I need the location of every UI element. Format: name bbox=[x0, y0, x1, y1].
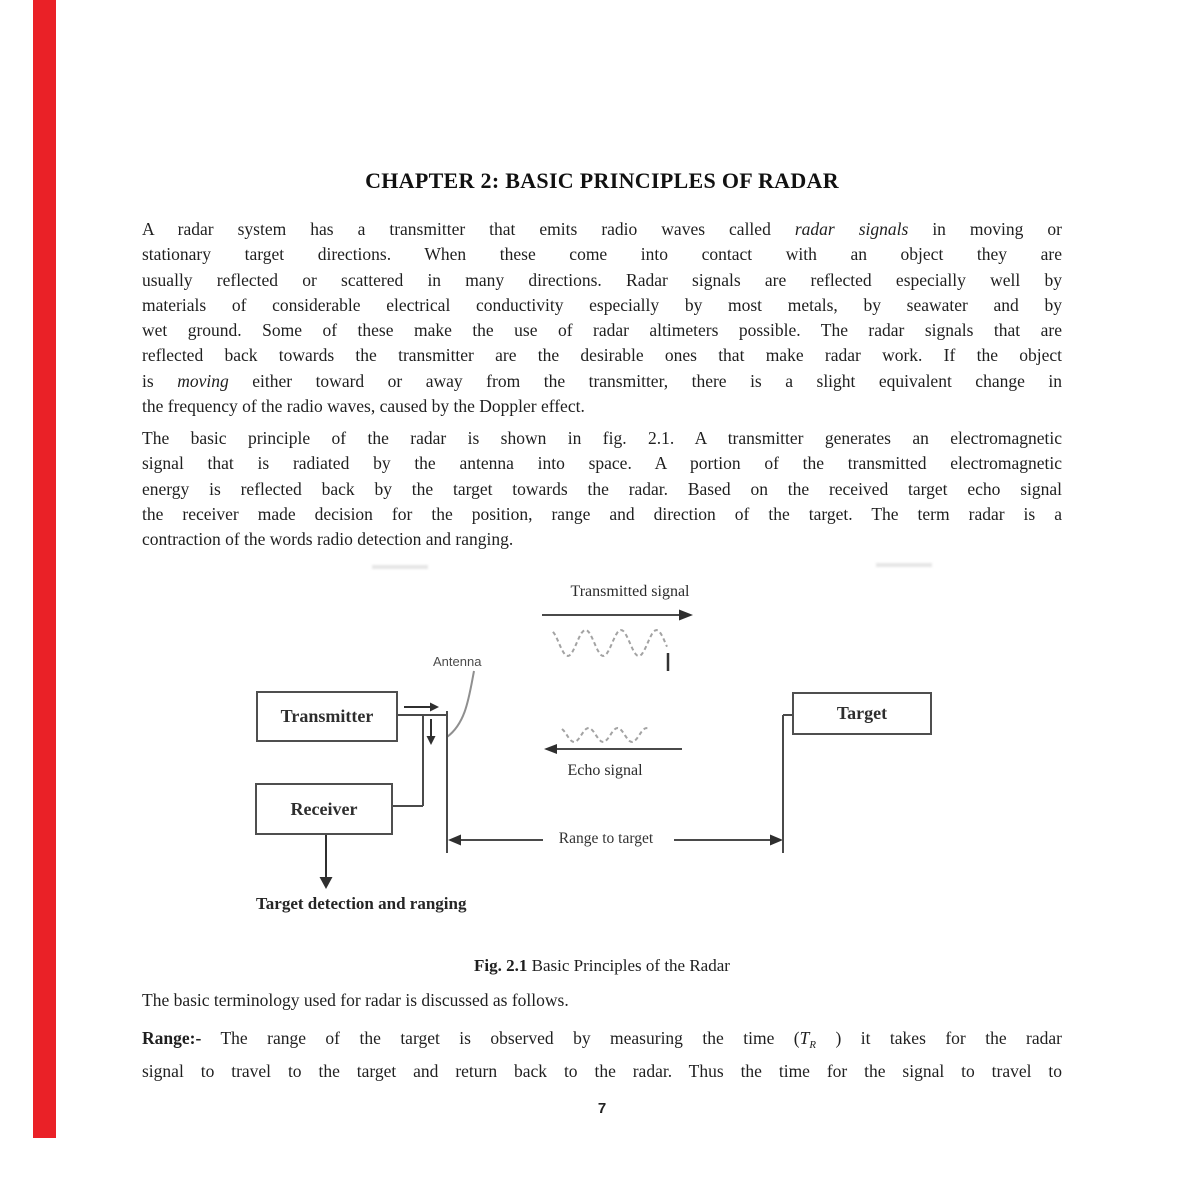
transmitter-label: Transmitter bbox=[280, 706, 374, 726]
page-title: CHAPTER 2: BASIC PRINCIPLES OF RADAR bbox=[365, 168, 839, 193]
scan-smudge-left bbox=[372, 565, 428, 569]
echo-wave bbox=[561, 726, 648, 744]
echo-signal-label: Echo signal bbox=[567, 762, 643, 779]
range-head-right bbox=[770, 834, 783, 846]
figure-caption: Fig. 2.1 Basic Principles of the Radar bbox=[474, 956, 730, 975]
transmitted-arrow-head bbox=[679, 609, 693, 621]
antenna-label: Antenna bbox=[433, 654, 482, 669]
range-to-target-label: Range to target bbox=[558, 830, 654, 847]
antenna-curve bbox=[446, 670, 475, 738]
target-box: Target bbox=[792, 692, 932, 735]
echo-arrow-head bbox=[544, 744, 557, 754]
feed-right-arrow-head bbox=[430, 702, 439, 712]
paragraph-radar-intro: A radar system has a transmitter that em… bbox=[142, 219, 1062, 417]
page-number: 7 bbox=[597, 1100, 607, 1117]
receiver-output-head bbox=[319, 877, 333, 889]
scan-smudge-right bbox=[876, 563, 932, 567]
target-detection-label: Target detection and ranging bbox=[256, 894, 467, 913]
paragraph-basic-principle: The basic principle of the radar is show… bbox=[142, 428, 1062, 550]
target-label: Target bbox=[836, 703, 888, 723]
transmitted-wave bbox=[552, 628, 668, 658]
terminology-text: The basic terminology used for radar is … bbox=[142, 990, 569, 1010]
receiver-box: Receiver bbox=[255, 783, 393, 835]
transmitter-box: Transmitter bbox=[256, 691, 398, 742]
radar-diagram: Transmitter Receiver Target Transmitted … bbox=[0, 563, 1200, 933]
range-definition: Range:- The range of the target is obser… bbox=[142, 1028, 1062, 1081]
range-head-left bbox=[448, 834, 461, 846]
transmitted-signal-label: Transmitted signal bbox=[570, 583, 690, 600]
diagram-svg bbox=[319, 609, 794, 889]
receiver-label: Receiver bbox=[290, 798, 358, 819]
red-accent-bar bbox=[33, 0, 56, 1138]
feed-down-arrow-head bbox=[426, 736, 436, 745]
